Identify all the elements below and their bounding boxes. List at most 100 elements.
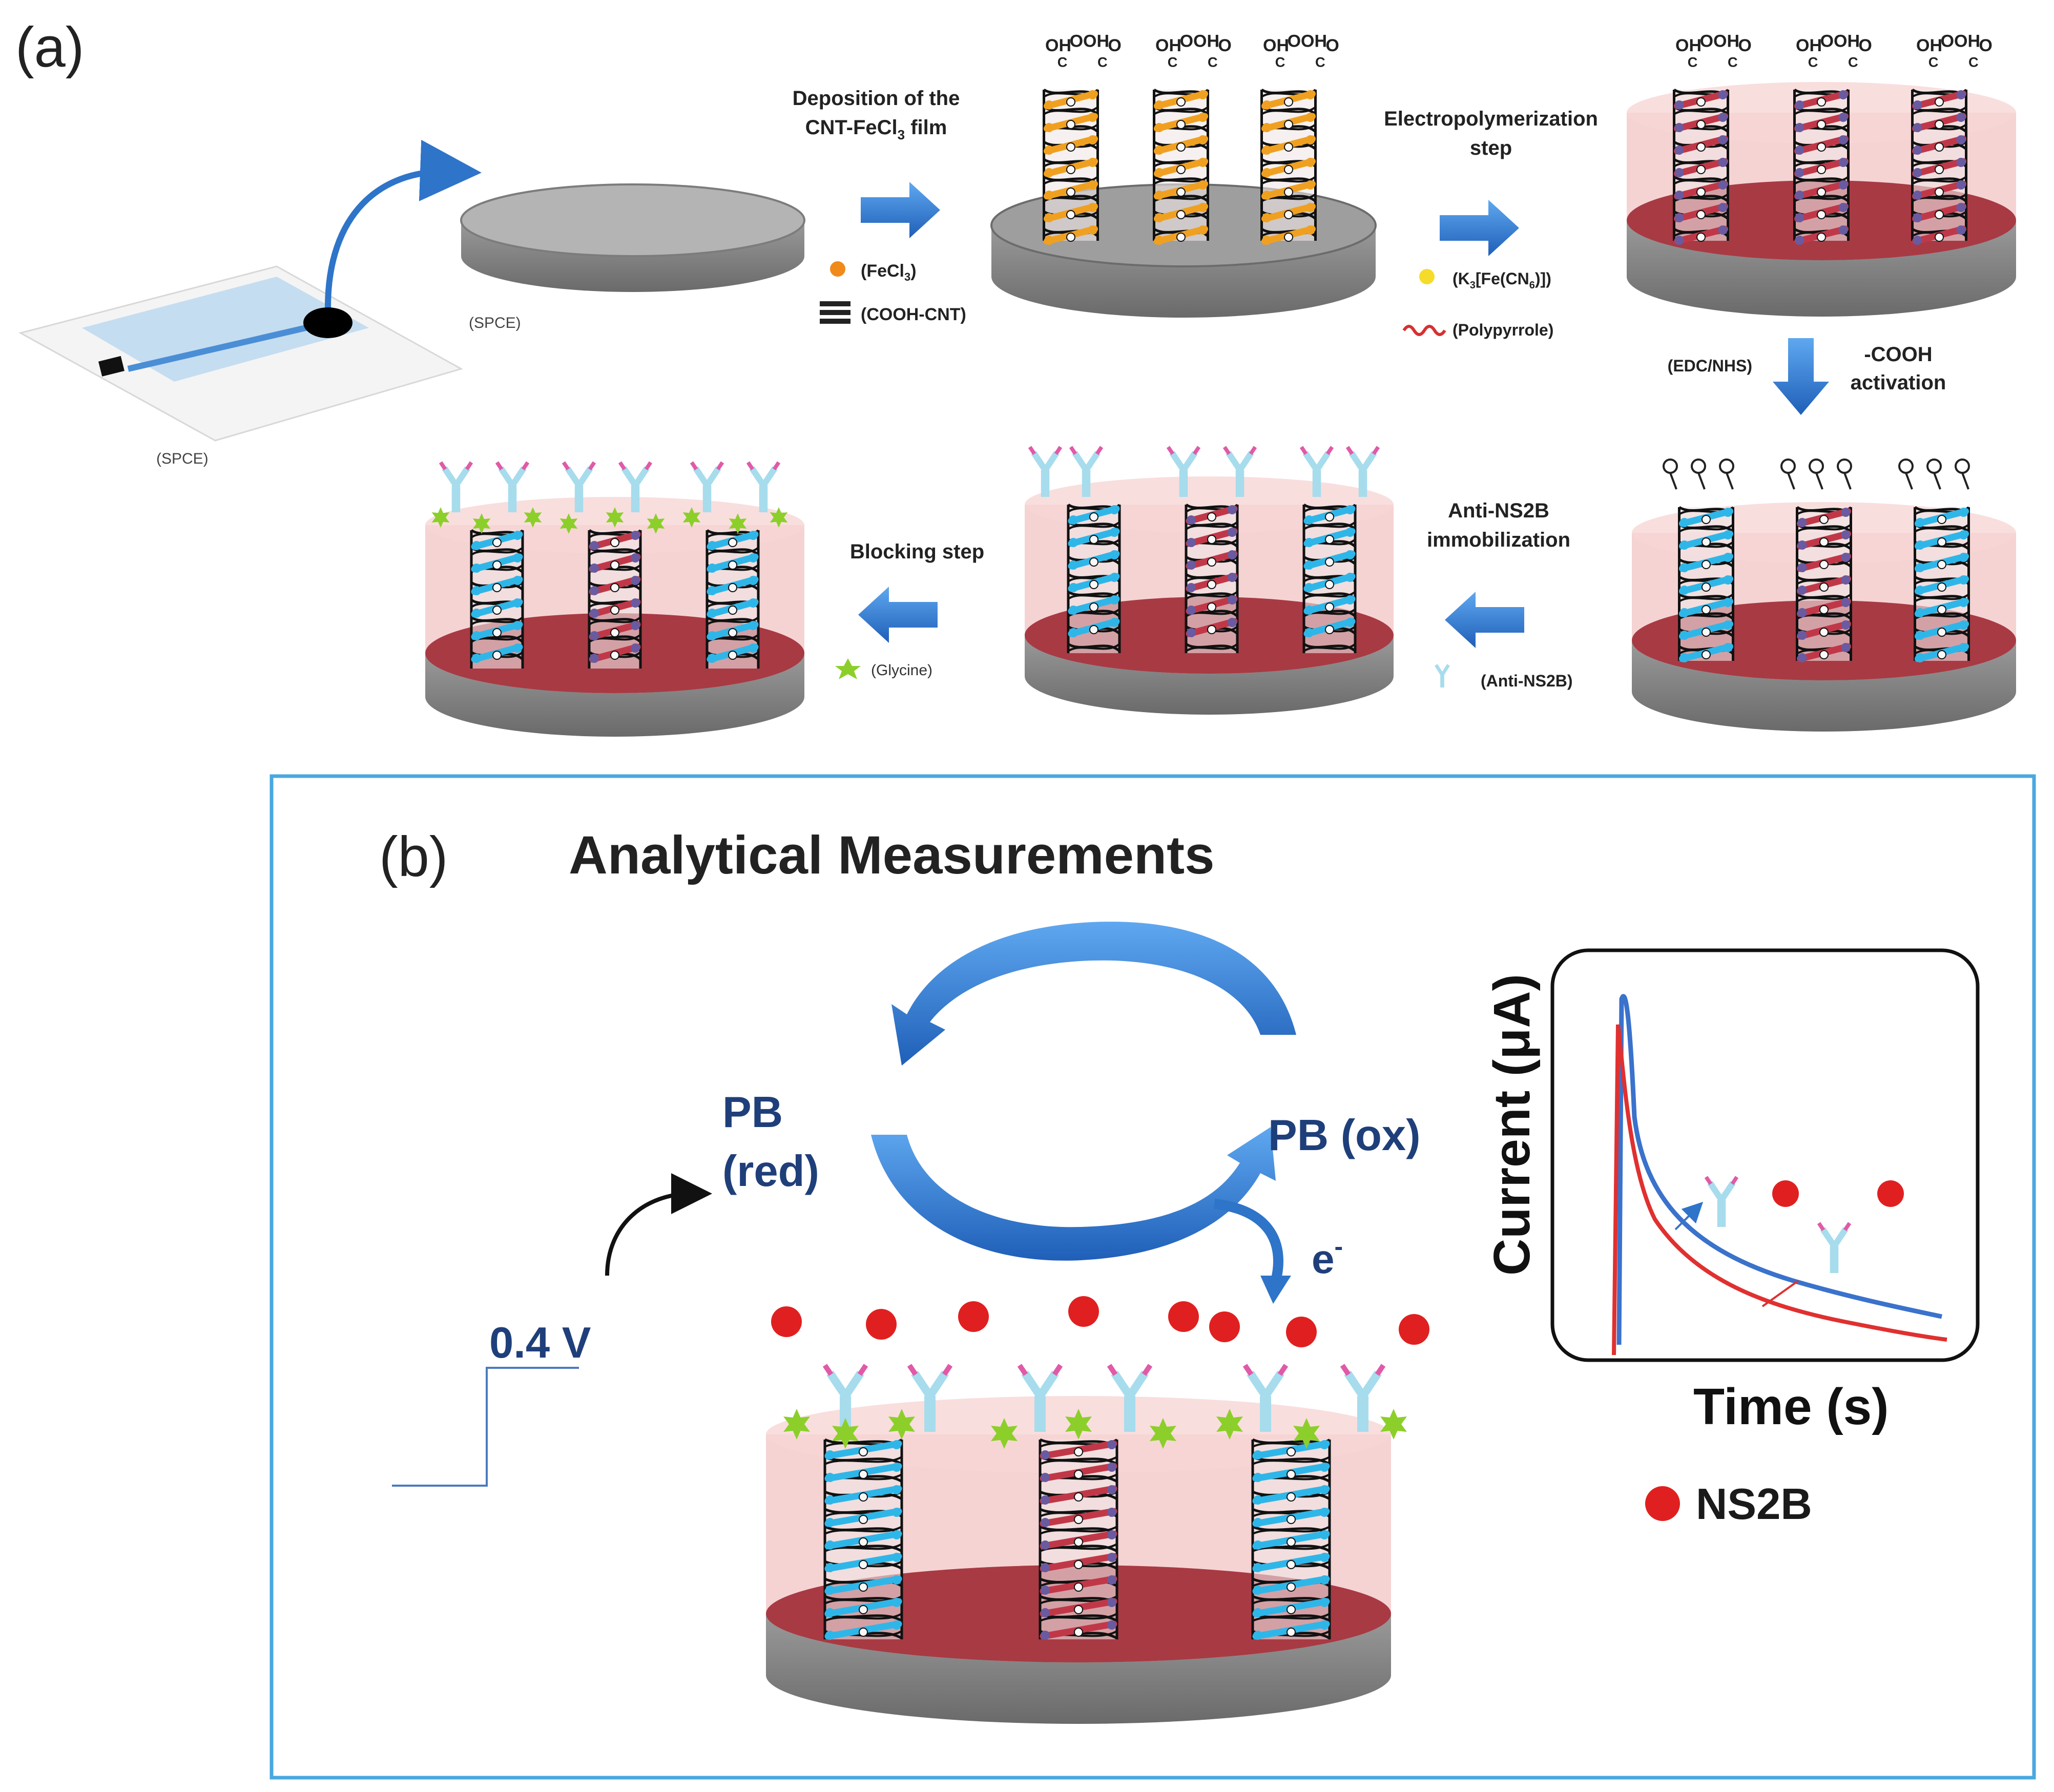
curve-red (1612, 1024, 1947, 1356)
svg-text:C: C (1928, 54, 1939, 70)
carbon-nanotube (1153, 88, 1209, 245)
step-immobilization: Anti-NS2B immobilization (Anti-NS2B) (1427, 499, 1573, 690)
arrow-left-1 (1445, 592, 1524, 648)
svg-text:OH: OH (1045, 36, 1071, 55)
plot-frame (1550, 948, 1980, 1362)
svg-text:C: C (1057, 54, 1068, 70)
step-deposition: Deposition of the CNT-FeCl3 film (FeCl3)… (793, 87, 966, 324)
cycle-arrow-top (891, 922, 1296, 1066)
step2-line2: step (1470, 137, 1512, 159)
ns2b-dot (1399, 1314, 1429, 1345)
antibody-icon (1069, 446, 1104, 497)
antibody-icon (1817, 1222, 1852, 1273)
voltage-curved-arrow (605, 1173, 712, 1276)
redox-cycle: PB (red) PB (ox) e- (722, 922, 1421, 1304)
panel-a: (a) (SPCE) (SPCE) Deposition of the CNT-… (15, 16, 2016, 737)
svg-text:C: C (1688, 54, 1698, 70)
arrow-right-2 (1440, 200, 1519, 256)
glycine-icon (431, 507, 450, 528)
carbon-nanotube (1302, 503, 1357, 653)
glycine-icon (682, 507, 701, 528)
plot-ns2b-dot (1772, 1180, 1799, 1207)
carbon-nanotube (1796, 506, 1852, 662)
ns2b-dot (1168, 1301, 1199, 1332)
svg-text:OOH: OOH (1070, 32, 1109, 51)
pb-ox-label: PB (ox) (1268, 1111, 1421, 1160)
cnt-orange-group (1043, 88, 1317, 245)
electron-arrowhead (1260, 1276, 1291, 1304)
glycine-icon (472, 513, 491, 534)
arrow-down (1773, 338, 1829, 415)
antibody-icon (907, 1364, 953, 1432)
glycine-icon (832, 1418, 859, 1449)
legend-ppy: (Polypyrrole) (1453, 321, 1553, 339)
glycine-icon (770, 507, 788, 528)
step3-right1: -COOH (1864, 343, 1932, 366)
cnt-red-group-stage3 (1673, 88, 1967, 245)
plot-antibodies (1704, 1176, 1904, 1273)
step2-line1: Electropolymerization (1384, 108, 1598, 130)
carbon-nanotube (1914, 506, 1970, 662)
activated-ester (1898, 459, 1970, 490)
ns2b-dot (1209, 1311, 1240, 1342)
glycine-row-stage6 (431, 507, 788, 534)
glycine-icon (1150, 1418, 1176, 1449)
antibody-icon (1340, 1364, 1386, 1432)
carbon-nanotube (588, 529, 642, 669)
ns2b-dot (1068, 1296, 1099, 1327)
panel-b-frame (269, 774, 2036, 1780)
step3-right2: activation (1851, 371, 1946, 394)
spce-sensor: (SPCE) (18, 139, 482, 467)
curve-blue (1616, 994, 1942, 1345)
cnt-group-stage6 (470, 529, 760, 669)
fecn-icon (1419, 269, 1435, 284)
svg-text:C: C (1315, 54, 1325, 70)
svg-text:O: O (1108, 36, 1121, 55)
cnt-group-stage5 (1067, 503, 1357, 653)
panel-a-label: (a) (15, 16, 84, 79)
step1-line2: CNT-FeCl3 film (805, 116, 947, 142)
glycine-icon (991, 1418, 1018, 1449)
svg-text:O: O (1858, 36, 1872, 55)
panel-b-label: (b) (379, 825, 448, 888)
glycine-icon (1380, 1409, 1407, 1440)
svg-text:OH: OH (1916, 36, 1942, 55)
arrow-right-1 (861, 182, 940, 238)
panel-b: (b) Analytical Measurements PB (red) PB … (269, 774, 2036, 1780)
svg-text:OH: OH (1675, 36, 1702, 55)
step4-line1: Anti-NS2B (1448, 499, 1549, 522)
glycine-icon (606, 507, 624, 528)
antibody-icon (1107, 1364, 1153, 1432)
antibody-icon (439, 461, 473, 512)
svg-text:OOH: OOH (1820, 32, 1860, 51)
svg-text:C: C (1275, 54, 1285, 70)
antibody-icon (495, 461, 530, 512)
voltage-label: 0.4 V (489, 1319, 591, 1367)
antibody-icon (618, 461, 653, 512)
stage-activated (1632, 459, 2016, 732)
cnt-legend-icon (820, 301, 850, 324)
glycine-icon (524, 507, 542, 528)
legend-fecl3: (FeCl3) (861, 261, 917, 283)
svg-text:OH: OH (1155, 36, 1181, 55)
ns2b-legend-label: NS2B (1696, 1480, 1812, 1529)
ns2b-dot (866, 1309, 897, 1340)
activated-ester (1780, 459, 1852, 490)
step-cooh-activation: (EDC/NHS) -COOH activation (1668, 338, 1946, 415)
antibody-row-stage6 (439, 461, 781, 512)
carbon-nanotube (1039, 1438, 1118, 1640)
spce-sensor-label: (SPCE) (156, 450, 209, 467)
step3-left: (EDC/NHS) (1668, 357, 1752, 375)
spce-disk-label: (SPCE) (469, 315, 521, 331)
carbon-nanotube (1911, 88, 1967, 245)
fecl3-icon (830, 261, 845, 277)
carbon-nanotube (706, 529, 760, 669)
pb-red-line1: PB (722, 1088, 783, 1137)
